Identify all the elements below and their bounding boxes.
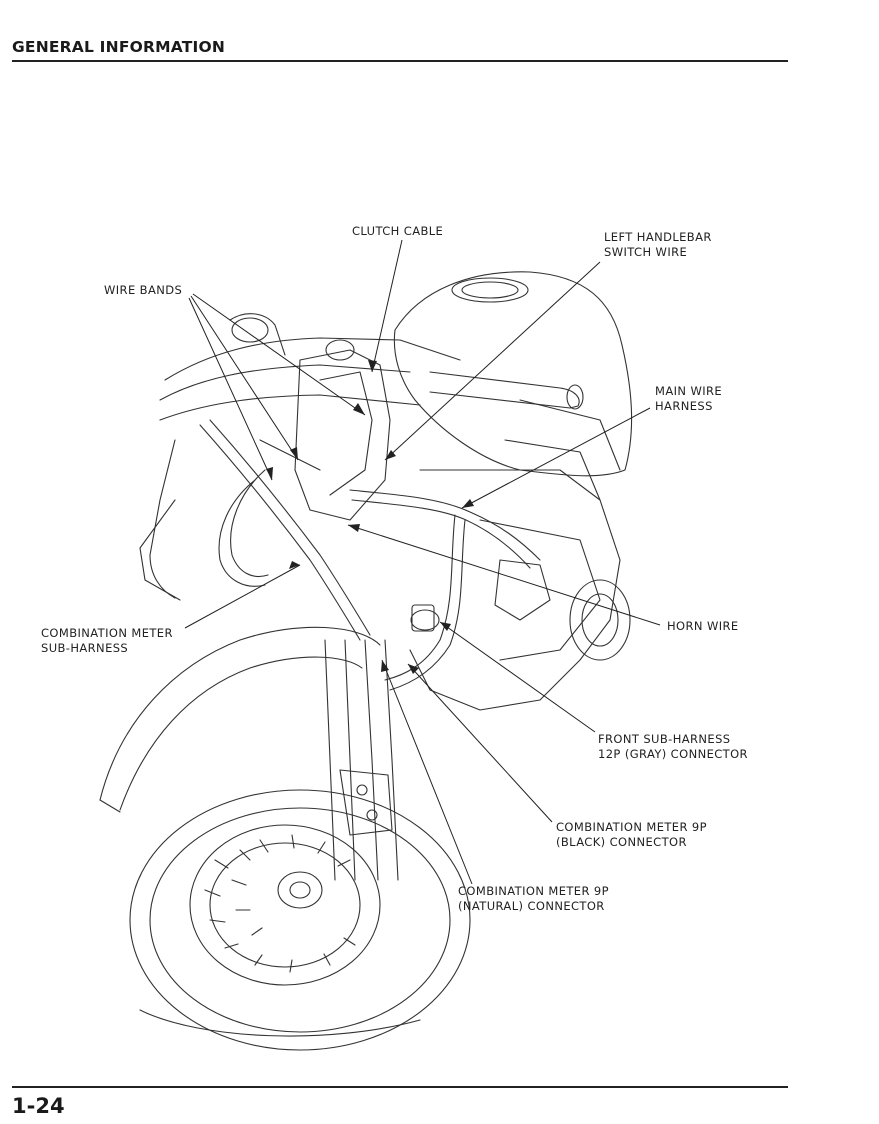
callout-line: CLUTCH CABLE xyxy=(352,224,444,238)
leader-horn-wire xyxy=(347,524,661,626)
callout-line: HORN WIRE xyxy=(667,619,739,633)
header-rule xyxy=(12,60,788,62)
callout-line: FRONT SUB-HARNESS xyxy=(598,732,731,746)
brake-caliper xyxy=(339,769,393,836)
callout-line: (BLACK) CONNECTOR xyxy=(556,835,687,849)
callout-line: SWITCH WIRE xyxy=(604,245,688,259)
front-fender xyxy=(99,626,381,801)
leader-wire-bands-1 xyxy=(192,293,366,416)
page-number: 1-24 xyxy=(12,1094,65,1118)
front-hub xyxy=(277,871,323,909)
fuel-tank xyxy=(393,271,633,477)
leader-clutch-cable xyxy=(371,239,403,373)
leader-wire-bands-2 xyxy=(190,295,299,461)
callout-wire-bands: WIRE BANDS xyxy=(104,283,182,298)
callout-line: MAIN WIRE xyxy=(655,384,723,398)
callout-line: COMBINATION METER xyxy=(41,626,173,640)
leader-combination-meter-sub-harness xyxy=(184,564,301,629)
callout-horn-wire: HORN WIRE xyxy=(667,619,739,634)
callout-clutch-cable: CLUTCH CABLE xyxy=(352,224,443,239)
leader-combination-meter-natural xyxy=(381,659,473,885)
right-fork xyxy=(364,639,379,881)
leader-front-sub-harness xyxy=(439,621,596,733)
callout-main-wire-harness: MAIN WIRE HARNESS xyxy=(655,384,722,414)
left-fork xyxy=(324,639,336,881)
callout-line: HARNESS xyxy=(655,399,713,413)
leader-left-handlebar-switch-wire xyxy=(384,261,601,461)
page-section-title: GENERAL INFORMATION xyxy=(12,38,226,56)
callout-line: 12P (GRAY) CONNECTOR xyxy=(598,747,748,761)
callout-combination-meter-black-connector: COMBINATION METER 9P (BLACK) CONNECTOR xyxy=(556,820,707,850)
callout-left-handlebar-switch-wire: LEFT HANDLEBAR SWITCH WIRE xyxy=(604,230,712,260)
callout-line: SUB-HARNESS xyxy=(41,641,129,655)
callout-line: WIRE BANDS xyxy=(104,283,183,297)
leader-combination-meter-black xyxy=(407,663,553,823)
handlebar-grip xyxy=(429,371,580,409)
front-wheel-tire xyxy=(129,789,471,1051)
leader-main-wire-harness xyxy=(461,407,651,509)
fuel-cap xyxy=(451,277,529,303)
main-harness-bundle xyxy=(349,489,541,561)
callout-line: COMBINATION METER 9P xyxy=(556,820,707,834)
brake-disc xyxy=(189,824,381,986)
leader-wire-bands-3 xyxy=(188,297,273,481)
callout-line: LEFT HANDLEBAR xyxy=(604,230,712,244)
engine-block xyxy=(409,469,621,711)
steering-head xyxy=(294,349,391,521)
callout-combination-meter-natural-connector: COMBINATION METER 9P (NATURAL) CONNECTOR xyxy=(458,884,609,914)
callout-line: (NATURAL) CONNECTOR xyxy=(458,899,605,913)
callout-line: COMBINATION METER 9P xyxy=(458,884,609,898)
callout-front-sub-harness-connector: FRONT SUB-HARNESS 12P (GRAY) CONNECTOR xyxy=(598,732,748,762)
front-sub-harness-bundle xyxy=(384,514,456,681)
footer-rule xyxy=(12,1086,788,1088)
callout-combination-meter-sub-harness: COMBINATION METER SUB-HARNESS xyxy=(41,626,173,656)
